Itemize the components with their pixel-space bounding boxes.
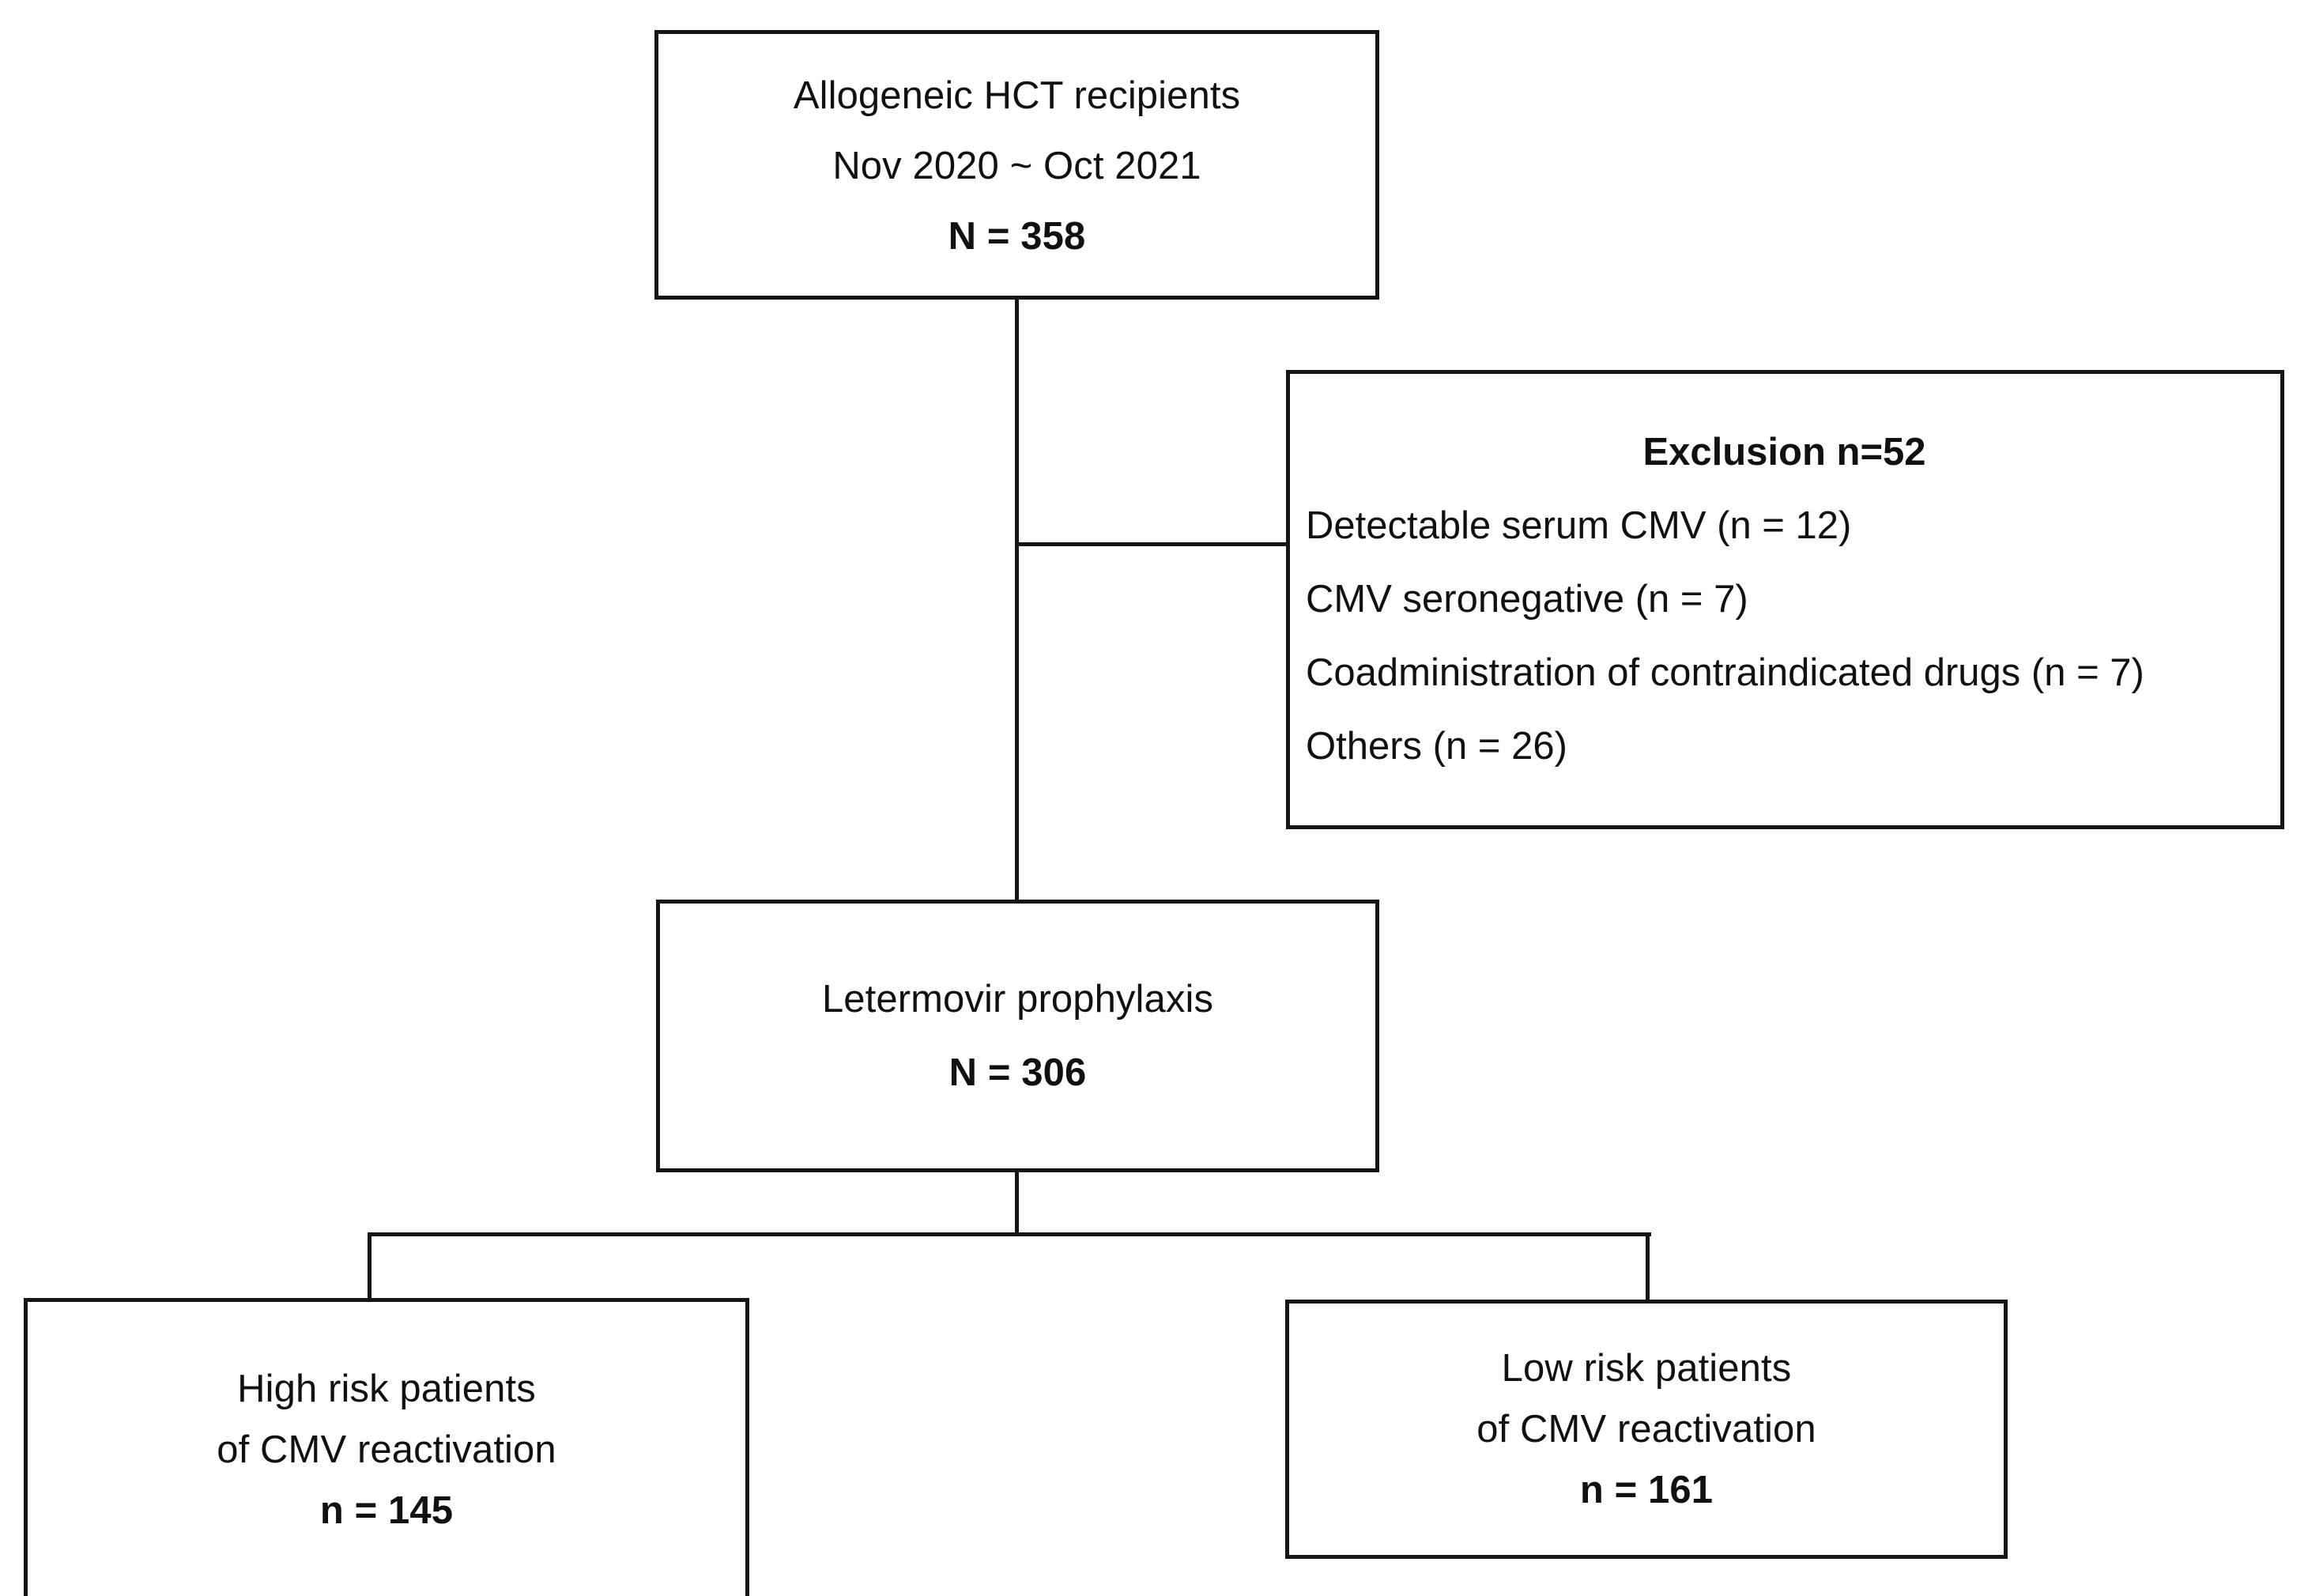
exclusion-item: Coadministration of contraindicated drug…: [1306, 651, 2144, 694]
node-high-risk-count: n = 145: [319, 1489, 454, 1532]
connector-drop-high-risk: [368, 1232, 371, 1300]
node-high-risk-line-2: of CMV reactivation: [217, 1428, 556, 1471]
node-allogeneic-hct-recipients: Allogeneic HCT recipients Nov 2020 ~ Oct…: [654, 30, 1379, 300]
node-low-risk-line-2: of CMV reactivation: [1476, 1407, 1816, 1451]
connector-letermovir-to-split: [1015, 1172, 1019, 1236]
node-high-risk-line-1: High risk patients: [237, 1368, 536, 1410]
node-exclusion: Exclusion n=52 Detectable serum CMV (n =…: [1286, 370, 2284, 829]
node-letermovir-count: N = 306: [948, 1051, 1087, 1094]
exclusion-item: CMV seronegative (n = 7): [1306, 578, 1748, 621]
node-low-risk-line-1: Low risk patients: [1501, 1346, 1792, 1390]
exclusion-item: Detectable serum CMV (n = 12): [1306, 504, 1852, 547]
node-letermovir-prophylaxis: Letermovir prophylaxis N = 306: [656, 900, 1379, 1172]
node-low-risk-patients: Low risk patients of CMV reactivation n …: [1285, 1300, 2008, 1559]
connector-drop-low-risk: [1646, 1232, 1650, 1301]
node-letermovir-line-1: Letermovir prophylaxis: [821, 977, 1214, 1021]
node-high-risk-patients: High risk patients of CMV reactivation n…: [24, 1298, 749, 1596]
connector-top-to-letermovir: [1015, 299, 1019, 901]
node-top-count: N = 358: [948, 215, 1086, 258]
node-top-line-1: Allogeneic HCT recipients: [793, 74, 1241, 117]
connector-split-bar: [369, 1232, 1651, 1236]
node-low-risk-count: n = 161: [1579, 1468, 1714, 1511]
connector-branch-to-exclusion: [1015, 542, 1288, 546]
exclusion-title: Exclusion n=52: [1642, 431, 1926, 474]
node-top-line-2: Nov 2020 ~ Oct 2021: [832, 145, 1201, 187]
exclusion-item: Others (n = 26): [1306, 725, 1567, 768]
